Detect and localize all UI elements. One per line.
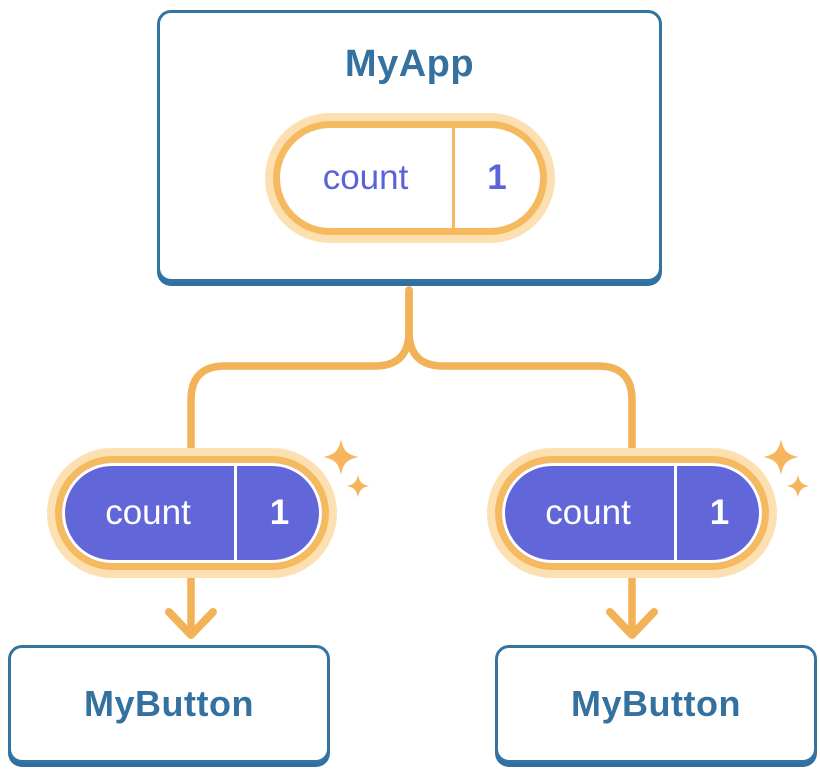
component-card-mybutton-right: MyButton — [495, 645, 817, 763]
component-card-mybutton-left: MyButton — [8, 645, 330, 763]
state-pill-root: count 1 — [279, 128, 540, 228]
sparkle-icon — [346, 474, 370, 498]
pill-divider — [674, 466, 677, 560]
state-label: count — [105, 493, 191, 532]
pill-divider — [234, 466, 237, 560]
connector-right-branch — [405, 286, 636, 632]
state-value: 1 — [487, 158, 507, 197]
pill-divider — [451, 128, 455, 228]
state-pill-child-right: count 1 — [502, 463, 762, 563]
state-label: count — [322, 158, 409, 197]
sparkle-icon — [763, 439, 799, 475]
component-card-myapp: MyApp count 1 — [157, 10, 662, 282]
state-value: 1 — [709, 493, 730, 532]
sparkle-icon — [323, 439, 359, 475]
sparkle-icon — [786, 474, 810, 498]
arrowhead-right-icon — [606, 608, 658, 639]
state-label: count — [545, 493, 631, 532]
component-title: MyApp — [344, 43, 475, 85]
arrowhead-left-icon — [165, 608, 217, 639]
component-title: MyButton — [84, 683, 254, 724]
state-pill-child-left: count 1 — [62, 463, 322, 563]
component-title: MyButton — [571, 683, 741, 724]
state-value: 1 — [269, 493, 290, 532]
